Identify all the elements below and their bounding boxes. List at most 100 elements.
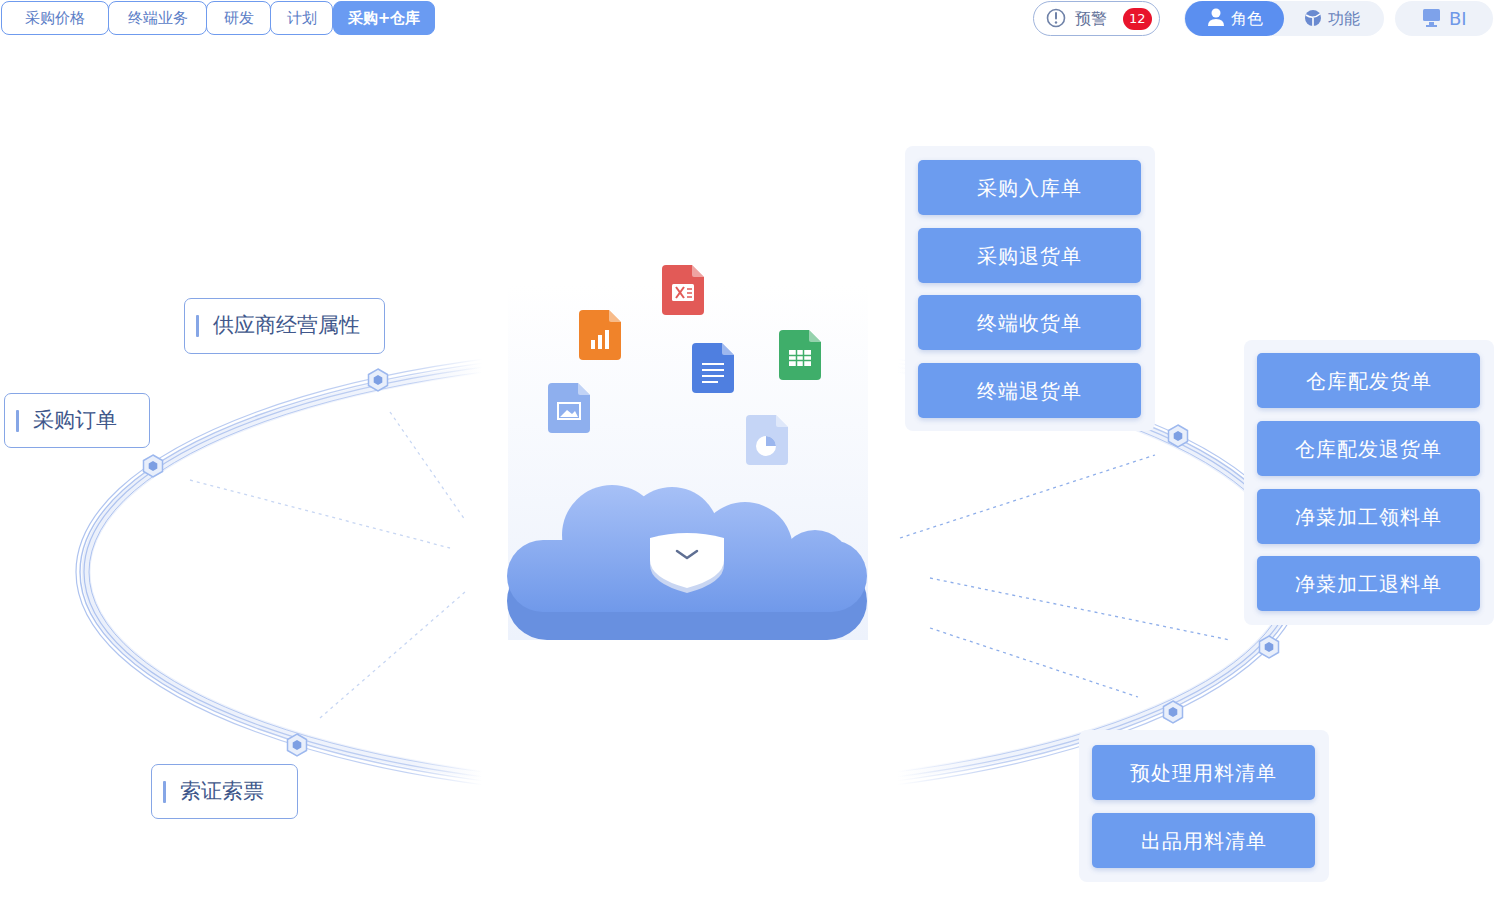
ring-marker: [288, 734, 307, 756]
file-icon: [672, 284, 694, 301]
bi-pill: BI: [1395, 1, 1493, 36]
file-icon: [722, 343, 734, 355]
file-icon: [803, 350, 805, 366]
file-icon: [756, 436, 776, 456]
header-pills: [1395, 1, 1493, 36]
file-icon: [702, 381, 718, 383]
header-pills: [1212, 9, 1221, 18]
node-text: 计划: [287, 9, 317, 27]
ring-marker: [1169, 425, 1188, 447]
nav-tab-active: 采购+仓库: [333, 1, 435, 35]
header-pills: [1055, 21, 1057, 23]
cloud-illustration: [507, 285, 868, 640]
header-pills: [1312, 18, 1314, 26]
dotted-rays: [930, 628, 1138, 697]
document-button: 终端退货单: [918, 363, 1141, 418]
group-panels: [905, 146, 1155, 431]
node-text: 采购入库单: [977, 176, 1082, 200]
file-icon: [579, 310, 621, 360]
toggle-pill: 功能: [1290, 1, 1384, 36]
node-text: 索证索票: [180, 779, 264, 804]
node-text: 采购+仓库: [348, 9, 421, 27]
header-pills: [1184, 1, 1384, 36]
file-icon: [702, 363, 724, 365]
document-button: 仓库配发货单: [1257, 353, 1480, 408]
file-icon: [560, 410, 578, 417]
document-button: 终端收货单: [918, 295, 1141, 350]
header-pills: [1048, 1, 1494, 36]
cloud-illustration: [508, 285, 868, 640]
alert-pill: 预警12: [1033, 1, 1160, 36]
node-text: 仓库配发退货单: [1295, 437, 1442, 461]
file-icon: [687, 292, 692, 294]
nav-tab: 终端业务: [108, 1, 207, 35]
file-icon: [591, 340, 595, 349]
dotted-rays: [190, 480, 450, 548]
group-panels: [1244, 340, 1494, 625]
file-icon: [662, 265, 704, 315]
file-icon: [598, 335, 602, 349]
header-pills: [1306, 14, 1320, 17]
file-icon: [702, 369, 724, 371]
nav-tab: 计划: [270, 1, 333, 35]
document-button: 采购入库单: [918, 160, 1141, 215]
header-pills: [1055, 12, 1057, 20]
dotted-rays: [390, 412, 465, 520]
file-icon: [548, 383, 590, 433]
file-icon: [746, 415, 788, 465]
file-icon: [779, 330, 821, 380]
document-button: 预处理用料清单: [1092, 745, 1315, 800]
node-text: 预处理用料清单: [1130, 761, 1277, 785]
nav-tab: 研发: [206, 1, 271, 35]
file-icon: [558, 403, 580, 419]
header-pills: [1305, 10, 1321, 26]
nav-tab: 采购价格: [1, 1, 109, 35]
node-text: 出品用料清单: [1141, 829, 1267, 853]
cloud-illustration: [650, 533, 724, 588]
node-text: 终端业务: [128, 9, 188, 27]
node-text: BI: [1449, 8, 1467, 30]
file-icon: [662, 265, 704, 315]
cloud-illustration: [677, 551, 697, 558]
document-button: 出品用料清单: [1092, 813, 1315, 868]
document-button: 采购退货单: [918, 228, 1141, 283]
file-icon: [579, 310, 621, 360]
node-text: 采购价格: [25, 9, 85, 27]
ring-marker: [369, 369, 388, 391]
document-button: 仓库配发退货单: [1257, 421, 1480, 476]
file-icon: [789, 355, 811, 357]
node-text: 预警: [1075, 9, 1107, 28]
file-icon: [796, 350, 798, 366]
file-icon: [692, 343, 734, 393]
document-button: 净菜加工领料单: [1257, 489, 1480, 544]
node-text: 功能: [1328, 9, 1360, 28]
file-icon: [692, 343, 734, 393]
file-icon: [789, 360, 811, 362]
file-icon: [687, 288, 692, 290]
ring-marker: [1260, 636, 1279, 658]
file-icon: [779, 330, 821, 380]
node-text: 净菜加工退料单: [1295, 572, 1442, 596]
file-icon: [687, 296, 692, 298]
source-document-box: 索证索票: [151, 764, 298, 819]
file-icon: [692, 265, 704, 277]
file-icon: [676, 287, 684, 298]
node-text: 研发: [224, 9, 254, 27]
node-text: 采购订单: [33, 408, 117, 433]
file-icon: [776, 415, 788, 427]
toggle-pill-active: 角色: [1185, 1, 1284, 36]
source-document-box: 采购订单: [4, 393, 150, 448]
header-pills: [1048, 10, 1065, 27]
file-icon: [702, 375, 724, 377]
dotted-rays: [320, 592, 465, 718]
file-icon: [676, 287, 684, 298]
file-icon: [548, 383, 590, 433]
dotted-rays: [930, 578, 1230, 640]
group-panels: [905, 146, 1494, 882]
node-text: 净菜加工领料单: [1295, 505, 1442, 529]
header-pills: [1426, 25, 1437, 27]
node-text: 终端收货单: [977, 311, 1082, 335]
header-pills: [1429, 22, 1434, 25]
ring-marker: [1164, 701, 1183, 723]
